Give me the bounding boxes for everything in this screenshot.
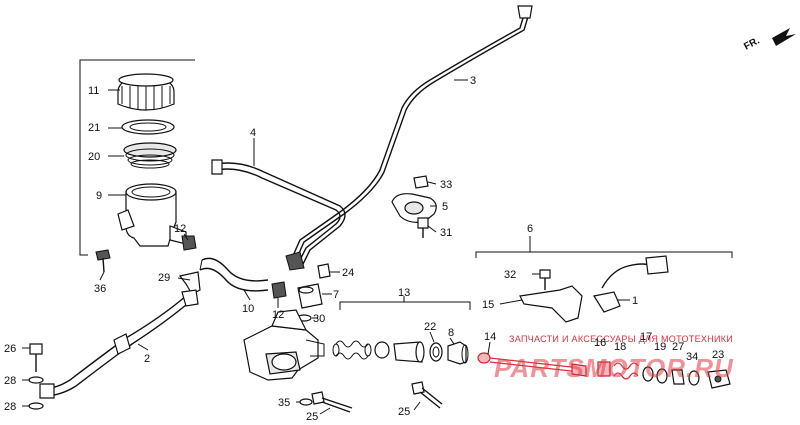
switch-screw — [539, 269, 551, 290]
reservoir-tank — [117, 183, 187, 247]
reservoir-hose — [199, 257, 269, 292]
rod-collar — [656, 368, 668, 384]
callout-25-left: 25 — [306, 411, 318, 423]
dust-boot — [447, 341, 469, 365]
clutch-hose — [39, 289, 199, 399]
clutch-pipe-long — [291, 5, 533, 261]
piston — [393, 341, 425, 363]
oil-bolt — [29, 343, 43, 372]
push-rod — [477, 352, 587, 377]
piston-spring — [332, 340, 372, 360]
callout-1: 1 — [632, 295, 638, 307]
callout-6: 6 — [527, 223, 533, 235]
callout-7: 7 — [333, 289, 339, 301]
callout-22: 22 — [424, 321, 436, 333]
switch-bolt — [417, 217, 429, 238]
callout-21: 21 — [88, 122, 100, 134]
clevis-joint — [707, 369, 731, 389]
piston-set-bracket — [339, 301, 471, 310]
callout-31: 31 — [440, 227, 452, 239]
callout-16: 16 — [594, 337, 606, 349]
callout-27: 27 — [672, 341, 684, 353]
return-spring — [613, 362, 639, 380]
piston-cup — [374, 341, 390, 359]
callout-28-upper: 28 — [4, 375, 16, 387]
switch-bracket — [391, 193, 437, 223]
mounting-bolt — [95, 249, 111, 273]
callout-20: 20 — [88, 151, 100, 163]
callout-25-right: 25 — [398, 406, 410, 418]
pipe-joint — [297, 283, 323, 309]
clutch-switch — [593, 255, 669, 313]
callout-4: 4 — [250, 127, 256, 139]
front-arrow-icon — [772, 28, 796, 46]
switch-plate — [519, 285, 583, 323]
callout-24: 24 — [342, 267, 354, 279]
callout-17: 17 — [640, 331, 652, 343]
switch-nut — [413, 175, 429, 189]
callout-labels: 11 21 20 9 3 4 33 5 31 12 24 7 30 29 10 … — [4, 75, 724, 423]
callout-36: 36 — [94, 283, 106, 295]
rod-spacer — [688, 370, 700, 386]
switch-set-bracket — [475, 236, 733, 258]
callout-26: 26 — [4, 343, 16, 355]
watermark-text: ЗАПЧАСТИ И АКСЕССУАРЫ ДЛЯ МОТОТЕХНИКИ — [509, 334, 733, 344]
reservoir-cap — [117, 73, 175, 111]
callout-33: 33 — [440, 179, 452, 191]
sealing-washer-lower — [28, 402, 44, 410]
callout-5: 5 — [442, 201, 448, 213]
master-cylinder-body — [243, 309, 325, 381]
leader-lines — [22, 79, 630, 415]
front-direction-label: FR. — [742, 35, 762, 52]
rod-lock-nut — [671, 369, 685, 385]
bolt-washer — [299, 398, 313, 406]
sealing-washer-upper — [28, 376, 44, 384]
rod-washer — [642, 366, 654, 382]
callout-19: 19 — [654, 341, 666, 353]
cylinder-bolt-left — [311, 391, 353, 413]
callout-8: 8 — [448, 327, 454, 339]
callout-11: 11 — [88, 85, 99, 97]
callout-13: 13 — [398, 287, 410, 299]
callout-35: 35 — [278, 397, 290, 409]
callout-32: 32 — [504, 269, 516, 281]
callout-30: 30 — [313, 313, 325, 325]
front-direction-indicator: FR. — [742, 28, 796, 53]
callout-29: 29 — [158, 272, 170, 284]
hose-clip-lower — [271, 281, 287, 299]
reservoir-group-bracket — [79, 59, 195, 256]
callout-9: 9 — [96, 190, 102, 202]
cylinder-bolt-right — [411, 381, 443, 409]
callout-34: 34 — [686, 351, 698, 363]
pipe-clamp-bolt — [317, 263, 331, 279]
reservoir-diaphragm — [123, 142, 177, 169]
callout-10: 10 — [242, 303, 254, 315]
clutch-pipe-short — [211, 159, 346, 271]
callout-15: 15 — [482, 299, 494, 311]
rod-nut — [597, 361, 611, 377]
callout-28-lower: 28 — [4, 401, 16, 413]
callout-14: 14 — [484, 331, 496, 343]
hose-clip-upper — [181, 235, 197, 251]
callout-2: 2 — [144, 353, 150, 365]
callout-12-upper: 12 — [174, 223, 186, 235]
snap-ring — [429, 342, 443, 362]
callout-3: 3 — [470, 75, 476, 87]
callout-18: 18 — [614, 341, 626, 353]
reservoir-plate — [121, 119, 175, 135]
callout-23: 23 — [712, 349, 724, 361]
callout-12-lower: 12 — [272, 309, 284, 321]
watermark-logo: PARTSMOTOR.RU — [494, 353, 734, 383]
